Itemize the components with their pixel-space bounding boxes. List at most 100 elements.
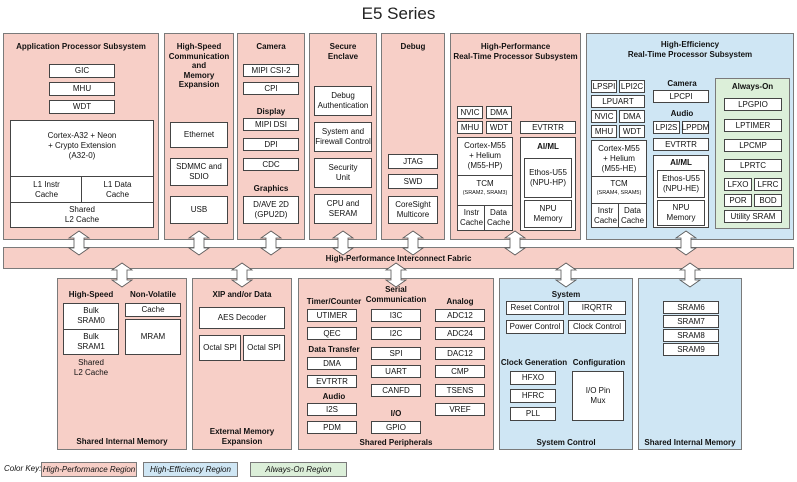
he-title: High-Efficiency Real-Time Processor Subs… xyxy=(627,40,753,59)
hp-aiml-title: AI/ML xyxy=(537,142,559,151)
l1-data-cache: L1 Data Cache xyxy=(82,176,153,202)
lpi2c-box: LPI2C xyxy=(619,80,645,93)
he-nvic-box: NVIC xyxy=(591,110,617,123)
io-title: I/O xyxy=(390,409,402,418)
data-transfer-title: Data Transfer xyxy=(308,345,360,354)
periph-footer: Shared Peripherals xyxy=(359,438,433,447)
i2c-box: I2C xyxy=(371,327,421,340)
utimer-box: UTIMER xyxy=(307,309,357,322)
cdc-box: CDC xyxy=(243,158,299,171)
hp-wdt-box: WDT xyxy=(486,121,512,134)
sram7-box: SRAM7 xyxy=(663,315,719,328)
jtag-box: JTAG xyxy=(388,154,438,169)
app-processor-subsystem: Application Processor Subsystem GIC MHU … xyxy=(3,33,159,240)
swd-box: SWD xyxy=(388,174,438,189)
hp-cortex-label: Cortex-M55 + Helium (M55-HP) xyxy=(464,141,506,170)
shared-internal-memory-right: SRAM6 SRAM7 SRAM8 SRAM9 Shared Internal … xyxy=(638,278,742,450)
hp-data-cache: Data Cache xyxy=(485,205,512,230)
hp-ethos-label: Ethos-U55 (NPU-HP) xyxy=(529,168,567,187)
he-instr-cache: Instr Cache xyxy=(592,203,619,227)
lprtc-box: LPRTC xyxy=(724,159,782,172)
he-rt-subsystem: High-Efficiency Real-Time Processor Subs… xyxy=(586,33,794,240)
aon-title: Always-On xyxy=(731,82,774,91)
lfrc-box: LFRC xyxy=(754,178,782,191)
hp-ethos-box: Ethos-U55 (NPU-HP) xyxy=(524,158,572,198)
he-aiml-box: AI/ML Ethos-U55 (NPU-HE) NPU Memory xyxy=(653,155,709,228)
he-data-cache: Data Cache xyxy=(619,203,646,227)
spi-box: SPI xyxy=(371,347,421,360)
dac12-box: DAC12 xyxy=(435,347,485,360)
sim2-footer: Shared Internal Memory xyxy=(644,438,736,447)
serial-title: Serial Communication xyxy=(365,285,427,304)
arrow-he xyxy=(674,230,698,256)
gpio-box: GPIO xyxy=(371,421,421,434)
arrow-debug xyxy=(401,230,425,256)
cpu-seram-box: CPU and SERAM xyxy=(314,194,372,224)
hp-instr-cache: Instr Cache xyxy=(458,205,485,230)
octal-spi-2-box: Octal SPI xyxy=(243,335,285,361)
aes-decoder-box: AES Decoder xyxy=(199,307,285,329)
cmp-box: CMP xyxy=(435,365,485,378)
hfxo-box: HFXO xyxy=(510,371,556,385)
he-npu-label: NPU Memory xyxy=(666,203,696,222)
lptimer-box: LPTIMER xyxy=(724,119,782,132)
sram8-box: SRAM8 xyxy=(663,329,719,342)
pll-box: PLL xyxy=(510,407,556,421)
sram6-box: SRAM6 xyxy=(663,301,719,314)
arrow-secure xyxy=(331,230,355,256)
hp-npu-memory: NPU Memory xyxy=(524,200,572,228)
i3c-box: I3C xyxy=(371,309,421,322)
lpgpio-box: LPGPIO xyxy=(724,98,782,111)
clock-generation-title: Clock Generation xyxy=(500,358,568,367)
sysctl-footer: System Control xyxy=(536,438,596,447)
xip-title: XIP and/or Data xyxy=(212,290,272,299)
hp-data-label: Data Cache xyxy=(486,208,511,227)
key-high-efficiency: High-Efficiency Region xyxy=(143,462,238,477)
periph-audio-title: Audio xyxy=(322,392,346,401)
hp-evtrtr-box: EVTRTR xyxy=(520,121,576,134)
he-tcm-label: TCM xyxy=(610,179,628,188)
hp-tcm-label: TCM xyxy=(476,179,494,188)
he-audio-title: Audio xyxy=(670,109,694,118)
lpspi-box: LPSPI xyxy=(591,80,617,93)
high-speed-title: High-Speed xyxy=(68,290,114,299)
bod-box: BOD xyxy=(754,194,782,207)
cortex-a32-cluster: Cortex-A32 + Neon + Crypto Extension (A3… xyxy=(10,120,154,228)
periph-dma-box: DMA xyxy=(307,357,357,370)
periph-evtrtr-box: EVTRTR xyxy=(307,375,357,388)
analog-title: Analog xyxy=(446,297,474,306)
clock-control-box: Clock Control xyxy=(568,320,626,334)
lppdm-box: LPPDM xyxy=(682,121,709,134)
cpi-box: CPI xyxy=(243,82,299,95)
l1-instr-label: L1 Instr Cache xyxy=(33,180,60,199)
mram-box: MRAM xyxy=(125,319,181,355)
io-pin-mux-box: I/O Pin Mux xyxy=(572,371,624,421)
sdmmc-box: SDMMC and SDIO xyxy=(170,158,228,186)
hs-comm-title: High-Speed Communication and Memory Expa… xyxy=(168,42,230,90)
he-camera-title: Camera xyxy=(667,79,697,88)
color-key-label: Color Key: xyxy=(4,464,42,473)
hp-tcm: TCM (SRAM2, SRAM3) xyxy=(458,175,512,205)
arrow-sysctl xyxy=(554,262,578,288)
adc12-box: ADC12 xyxy=(435,309,485,322)
lpuart-box: LPUART xyxy=(591,95,645,108)
qec-box: QEC xyxy=(307,327,357,340)
system-control: System Reset Control IRQRTR Power Contro… xyxy=(499,278,633,450)
key-always-on: Always-On Region xyxy=(250,462,347,477)
reset-control-box: Reset Control xyxy=(506,301,564,315)
hp-rt-subsystem: High-Performance Real-Time Processor Sub… xyxy=(450,33,581,240)
arrow-app xyxy=(67,230,91,256)
he-evtrtr-box: EVTRTR xyxy=(653,138,709,151)
he-data-label: Data Cache xyxy=(620,206,645,225)
arrow-sim-left xyxy=(110,262,134,288)
usb-box: USB xyxy=(170,196,228,224)
hp-title: High-Performance Real-Time Processor Sub… xyxy=(453,42,578,61)
he-cortex-m55: Cortex-M55 + Helium (M55-HE) TCM (SRAM4,… xyxy=(591,140,647,228)
timer-title: Timer/Counter xyxy=(306,297,362,306)
arrow-xip xyxy=(230,262,254,288)
sim-footer: Shared Internal Memory xyxy=(76,437,168,446)
always-on-block: Always-On LPGPIO LPTIMER LPCMP LPRTC LFX… xyxy=(715,78,790,229)
lpi2s-box: LPI2S xyxy=(653,121,680,134)
system-title: System xyxy=(551,290,581,299)
he-cortex-label: Cortex-M55 + Helium (M55-HE) xyxy=(598,144,640,173)
